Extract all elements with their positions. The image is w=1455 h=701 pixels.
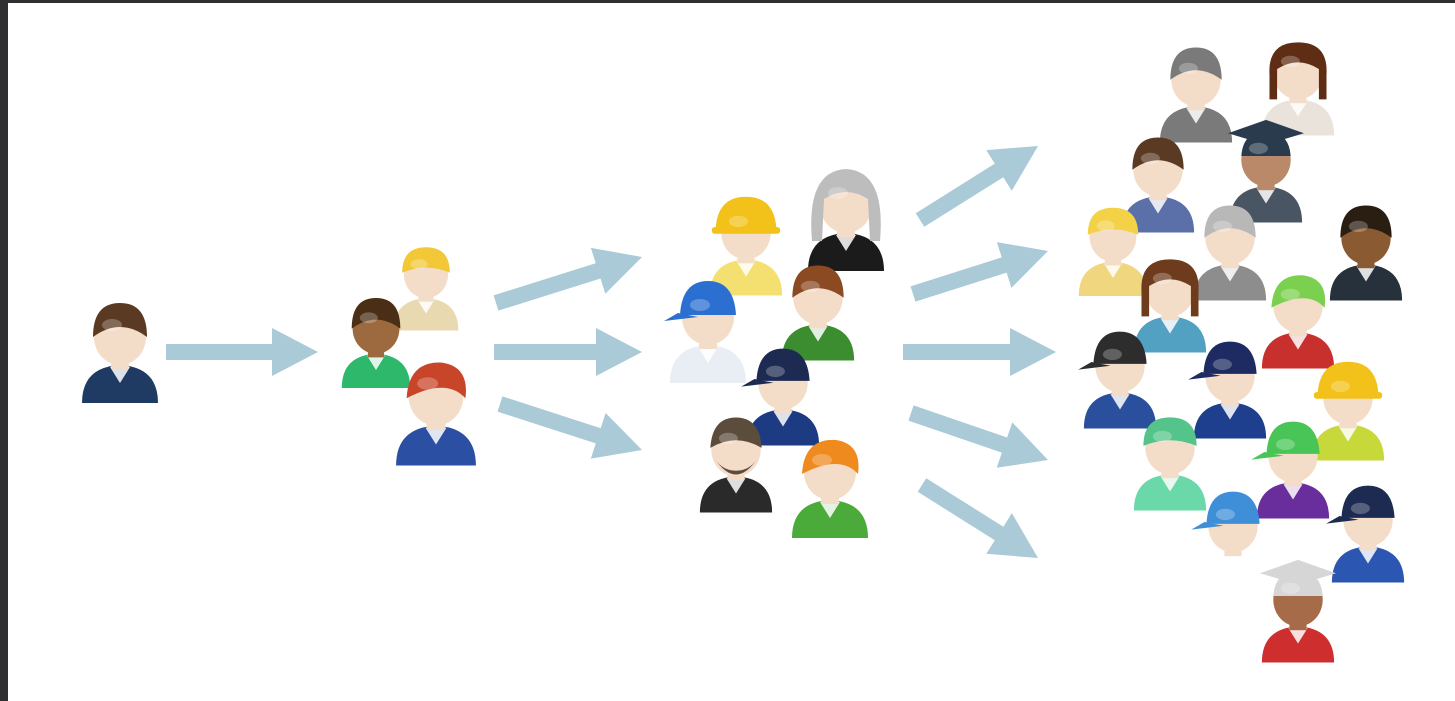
arrow-stage-3-to-stage-4-1 <box>907 126 1051 241</box>
person-soldier-icon <box>782 266 854 361</box>
arrow-stage-3-to-stage-4-2 <box>906 228 1056 317</box>
stage-1-group <box>82 303 158 403</box>
arrow-stage-1-to-stage-2-1 <box>166 328 318 376</box>
stage-3-group <box>664 169 884 538</box>
arrow-stage-2-to-stage-3-1 <box>489 234 649 326</box>
stage-4-group <box>1078 42 1404 662</box>
person-judge-wig-icon <box>808 169 884 271</box>
person-green-hair-person-icon <box>1262 275 1334 368</box>
person-long-hair-woman-icon <box>1134 259 1206 352</box>
person-gray-hair-person-icon <box>1160 47 1232 142</box>
person-woman-bob-icon <box>1262 42 1334 135</box>
person-blond-person-icon <box>394 247 459 330</box>
arrow-stage-3-to-stage-4-5 <box>909 465 1051 579</box>
diagram-frame <box>8 3 1455 701</box>
arrow-stage-2-to-stage-3-2 <box>494 328 642 376</box>
person-hardhat-worker-icon <box>1312 362 1384 461</box>
stage-2-group <box>342 247 476 465</box>
person-dark-skinned-man-icon <box>1330 206 1402 301</box>
person-businessman-icon <box>82 303 158 403</box>
person-orange-hair-person-icon <box>792 440 868 538</box>
arrow-stage-3-to-stage-4-4 <box>903 390 1056 482</box>
arrow-stage-3-to-stage-4-3 <box>903 328 1056 376</box>
network-growth-diagram <box>8 3 1455 701</box>
person-cap-boy-icon <box>664 281 746 383</box>
person-pirate-icon <box>1326 486 1404 583</box>
person-chef-icon <box>1260 560 1336 663</box>
person-police-woman-icon <box>1188 342 1266 439</box>
arrow-stage-2-to-stage-3-3 <box>493 381 650 473</box>
arrows-layer <box>166 126 1056 579</box>
person-construction-worker-icon <box>710 197 782 296</box>
